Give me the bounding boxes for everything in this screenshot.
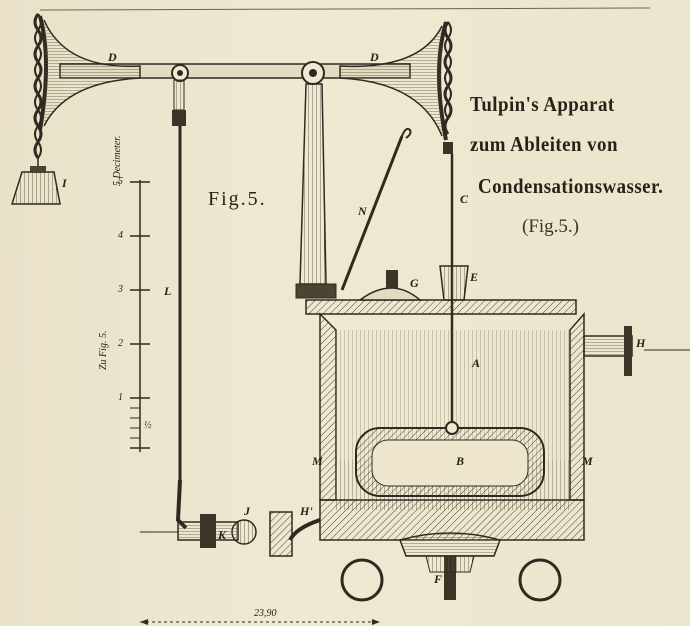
scale-tick-half: ½ <box>144 420 152 431</box>
float-b <box>355 421 545 497</box>
label-f: F <box>434 572 443 586</box>
label-b: B <box>456 454 465 468</box>
counterweight-i <box>10 166 61 205</box>
scale-tick-1: 1 <box>118 392 123 403</box>
label-i: I <box>62 176 67 190</box>
scale-caption: Zu Fig. 5. <box>98 330 109 370</box>
label-e: E <box>470 270 479 284</box>
scale-bar <box>130 180 150 452</box>
rod-l <box>172 79 188 530</box>
scale-tick-5: 5 <box>118 176 123 187</box>
dimension-value: 23,90 <box>254 608 277 619</box>
dimension-line <box>140 619 380 625</box>
scale-tick-3: 3 <box>118 284 123 295</box>
caption-line-2: zum Ableiten von <box>470 132 618 156</box>
label-n: N <box>358 204 367 218</box>
figure-label: Fig.5. <box>208 188 267 210</box>
label-k: K <box>218 528 227 542</box>
label-g: G <box>410 276 419 290</box>
label-l: L <box>164 284 172 298</box>
caption-line-1: Tulpin's Apparat <box>470 92 615 116</box>
label-d-right: D <box>370 50 379 64</box>
label-h: H <box>636 336 646 350</box>
pivot-column <box>295 83 337 299</box>
scale-tick-2: 2 <box>118 338 123 349</box>
label-a: A <box>472 356 481 370</box>
border-rule <box>39 7 651 11</box>
label-j: J <box>244 504 250 518</box>
tank-lid <box>305 265 577 315</box>
label-d-left: D <box>108 50 117 64</box>
caption-line-3: Condensationswasser. <box>478 174 664 198</box>
right-chain <box>443 21 453 154</box>
label-h-prime: H' <box>300 504 313 518</box>
rod-n <box>340 127 412 291</box>
label-c: C <box>460 192 469 206</box>
left-chain <box>33 13 43 172</box>
drain-f <box>399 532 501 600</box>
label-m-left: M <box>312 454 323 468</box>
outlet-assembly <box>140 511 321 557</box>
balance-beam <box>38 15 448 141</box>
caption-fig-ref: (Fig.5.) <box>522 216 579 237</box>
label-m-right: M <box>582 454 593 468</box>
scale-tick-4: 4 <box>118 230 123 241</box>
tank-feet <box>340 558 562 602</box>
